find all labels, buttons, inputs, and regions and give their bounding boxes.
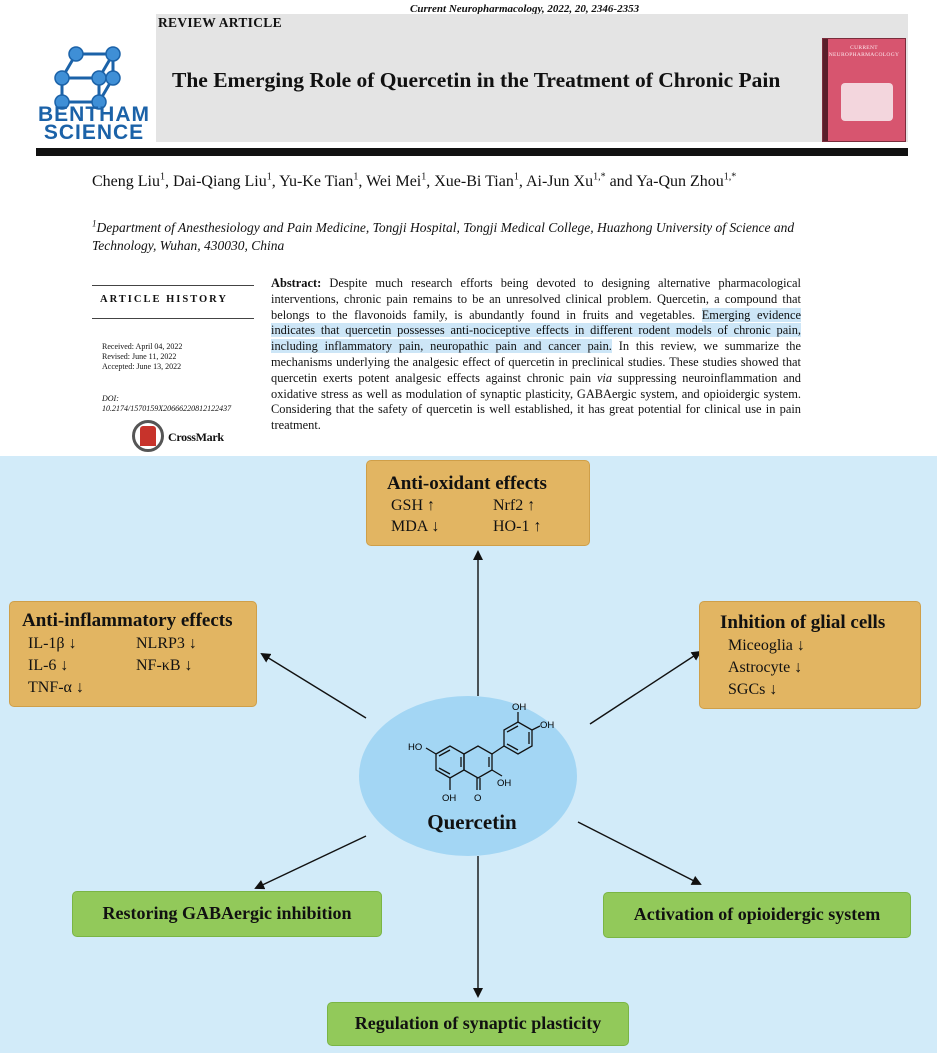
author-name: Ai-Jun Xu	[525, 173, 594, 190]
gabaergic-box: Restoring GABAergic inhibition	[72, 891, 382, 937]
gabaergic-label: Restoring GABAergic inhibition	[102, 903, 352, 923]
synaptic-box: Regulation of synaptic plasticity	[327, 1002, 629, 1046]
accepted-date: Accepted: June 13, 2022	[102, 362, 182, 371]
received-date: Received: April 04, 2022	[102, 342, 183, 351]
crossmark-label[interactable]: CrossMark	[168, 430, 224, 444]
author-affiliation-marker: 1,*	[593, 171, 606, 183]
author-affiliation-marker: 1	[160, 171, 165, 183]
author-name: Ya-Qun Zhou	[636, 173, 724, 190]
article-title: The Emerging Role of Quercetin in the Tr…	[172, 68, 781, 92]
quercetin-ellipse	[359, 696, 577, 856]
author-affiliation-marker: 1,*	[723, 171, 737, 183]
antiinflammatory-item: TNF-α ↓	[28, 679, 84, 696]
journal-citation: Current Neuropharmacology, 2022, 20, 234…	[410, 3, 640, 15]
glial-item: SGCs ↓	[728, 681, 778, 698]
article-history-heading: ARTICLE HISTORY	[100, 294, 228, 305]
antioxidant-item: GSH ↑	[391, 497, 436, 514]
history-rule-bottom	[92, 318, 254, 319]
antiinflammatory-box: Anti-inflammatory effects IL-1β ↓ NLRP3 …	[9, 601, 257, 707]
cover-journal-name: CURRENT NEUROPHARMACOLOGY	[828, 45, 900, 58]
affiliation: 1Department of Anesthesiology and Pain M…	[92, 218, 795, 253]
author-list: Cheng Liu1, Dai-Qiang Liu1, Yu-Ke Tian1,…	[92, 171, 737, 190]
glial-item: Miceoglia ↓	[728, 637, 805, 654]
antioxidant-item: HO-1 ↑	[493, 518, 542, 535]
antiinflammatory-item: IL-6 ↓	[28, 657, 69, 674]
bentham-science-logo	[54, 46, 121, 110]
antiinflammatory-item: NF-κB ↓	[136, 657, 193, 674]
glial-title: Inhition of glial cells	[720, 612, 886, 633]
title-band	[156, 14, 908, 142]
author-affiliation-marker: 1	[266, 171, 272, 183]
antioxidant-item: Nrf2 ↑	[493, 497, 536, 514]
antioxidant-title: Anti-oxidant effects	[387, 473, 547, 494]
chem-o-keto: O	[474, 793, 481, 804]
synaptic-label: Regulation of synaptic plasticity	[354, 1013, 602, 1033]
chem-oh-bottom: OH	[442, 793, 456, 804]
antiinflammatory-title: Anti-inflammatory effects	[22, 610, 233, 631]
quercetin-structure-icon: OH OH HO OH OH O	[408, 702, 554, 804]
author-affiliation-marker: 1	[513, 171, 519, 183]
crossmark-icon[interactable]	[132, 420, 164, 452]
opioidergic-box: Activation of opioidergic system	[603, 892, 911, 938]
chem-oh-top: OH	[512, 702, 526, 713]
chem-ho-left: HO	[408, 742, 422, 753]
antiinflammatory-item: NLRP3 ↓	[136, 635, 197, 652]
author-name: Wei Mei	[366, 173, 422, 190]
antioxidant-item: MDA ↓	[391, 518, 440, 535]
history-rule-top	[92, 285, 254, 286]
chem-oh-mid: OH	[497, 778, 511, 789]
opioidergic-label: Activation of opioidergic system	[633, 904, 881, 924]
antioxidant-box: Anti-oxidant effects GSH ↑ Nrf2 ↑ MDA ↓ …	[366, 460, 590, 546]
author-affiliation-marker: 1	[353, 171, 359, 183]
abstract: Abstract: Despite much research efforts …	[271, 276, 801, 433]
glial-item: Astrocyte ↓	[728, 659, 803, 676]
antiinflammatory-item: IL-1β ↓	[28, 635, 77, 652]
article-type: REVIEW ARTICLE	[158, 15, 282, 30]
author-name: Dai-Qiang Liu	[173, 173, 267, 190]
doi-link[interactable]: 10.2174/1570159X20666220812122437	[102, 404, 232, 413]
abstract-label: Abstract:	[271, 276, 322, 290]
header-rule	[36, 148, 908, 156]
chem-oh-right: OH	[540, 720, 554, 731]
author-name: Xue-Bi Tian	[434, 173, 514, 190]
quercetin-label: Quercetin	[427, 810, 517, 834]
author-name: Cheng Liu	[92, 173, 160, 190]
author-affiliation-marker: 1	[421, 171, 427, 183]
publisher-logo-text: BENTHAM SCIENCE	[38, 103, 150, 144]
figure-arrows	[254, 550, 702, 998]
revised-date: Revised: June 11, 2022	[102, 352, 177, 361]
article-dates: Received: April 04, 2022 Revised: June 1…	[102, 342, 182, 372]
doi-label: DOI:	[102, 394, 119, 403]
author-name: Yu-Ke Tian	[279, 173, 354, 190]
journal-cover-image: CURRENT NEUROPHARMACOLOGY	[822, 38, 906, 142]
glial-inhibition-box: Inhition of glial cells Miceoglia ↓ Astr…	[699, 601, 921, 709]
